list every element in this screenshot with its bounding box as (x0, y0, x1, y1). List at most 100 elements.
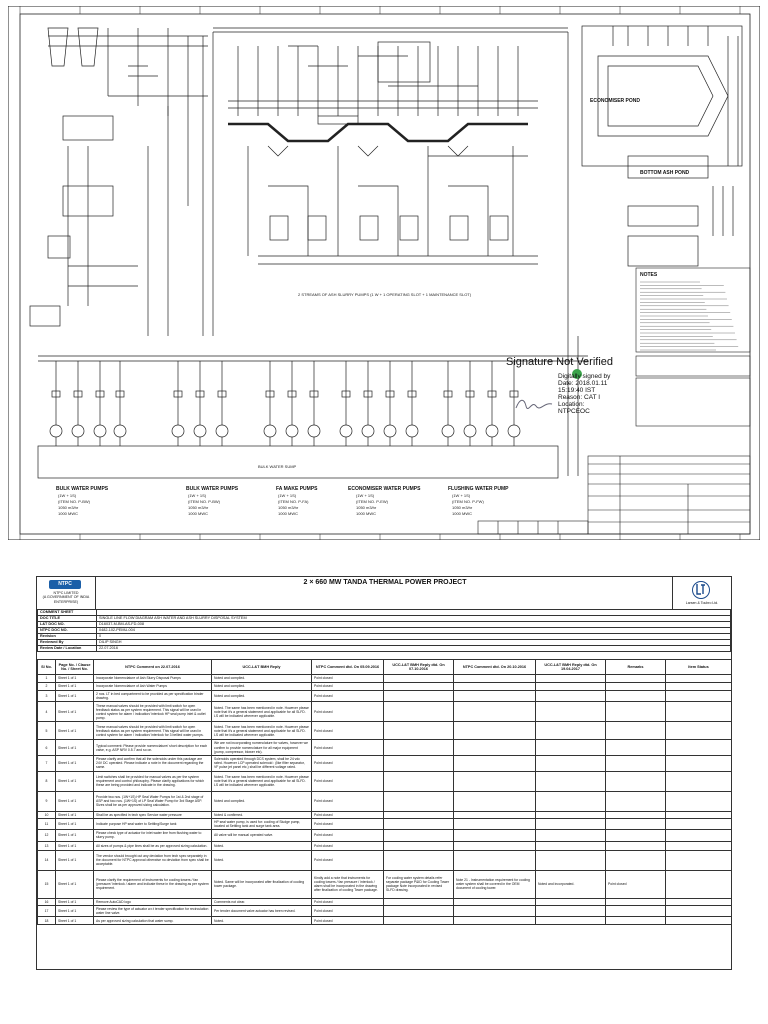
cell-c1: Please clarify and confirm that all the … (93, 755, 212, 772)
pump-group-spec: (1W + 1S) (188, 493, 207, 498)
cell-c1: Incorporate Nomenclature of Ash Slurry D… (93, 674, 212, 683)
cell-c1: As per approved sizing calculation that … (93, 916, 212, 926)
cell-sl: 5 (37, 721, 56, 741)
column-header: NTPC Comment on 22.07.2016 (93, 659, 212, 675)
cell-c3 (453, 755, 536, 772)
cell-c3 (453, 689, 536, 703)
pump-group-labels: BULK WATER PUMPS (1W + 1S) (ITEM NO. P-B… (56, 486, 509, 516)
pump-group-spec: 1000 MWC (58, 511, 78, 516)
pump-group-spec: 1050 m3/hr (188, 505, 209, 510)
cell-c1: Remove AutoCAD logo (93, 897, 212, 906)
cell-c3 (453, 904, 536, 918)
cell-st (665, 790, 732, 812)
cell-page: Sheet 1 of 1 (55, 810, 94, 819)
cell-st (665, 840, 732, 851)
cell-sl: 16 (37, 897, 56, 906)
cell-r1: Noted. (211, 849, 312, 871)
pump-group-spec: (ITEM NO. P-BW) (188, 499, 221, 504)
signature-line: Reason: CAT I (558, 394, 601, 401)
cell-page: Sheet 1 of 1 (55, 721, 94, 741)
cell-c2: Point closed (311, 682, 384, 691)
cell-c3 (453, 840, 536, 851)
cell-st (665, 682, 732, 691)
cell-rem (605, 701, 666, 723)
pump-group-spec: (1W + 1S) (278, 493, 297, 498)
cell-rem (605, 897, 666, 906)
title-block (477, 455, 751, 535)
cell-r1: Noted and complied. (211, 790, 312, 812)
cell-c2: Point closed (311, 904, 384, 918)
cell-c1: All sizes of pumps & pipe lines shall be… (93, 840, 212, 851)
cell-r1: Noted. The same has been mentioned in no… (211, 701, 312, 723)
cell-r3 (535, 829, 606, 842)
cell-sl: 4 (37, 701, 56, 723)
cell-st (665, 701, 732, 723)
cell-r1: HP seal water pump, is used for: cooling… (211, 817, 312, 831)
cell-page: Sheet 1 of 1 (55, 904, 94, 918)
pump-group-spec: (1W + 1S) (356, 493, 375, 498)
ntpc-caption-line: NTPC LIMITED (53, 591, 79, 595)
manifold-area (212, 27, 569, 336)
cell-r3 (535, 721, 606, 741)
cell-r1: Noted and complied. (211, 689, 312, 703)
pump-group-spec: 1050 m3/hr (356, 505, 377, 510)
cell-rem (605, 682, 666, 691)
cell-st (665, 829, 732, 842)
cell-st (665, 897, 732, 906)
cell-rem (605, 674, 666, 683)
cell-c3 (453, 721, 536, 741)
column-header: UCC-L&T BMH Reply dtd. On 07.10.2016 (383, 659, 454, 675)
cell-rem (605, 849, 666, 871)
slurry-pump-note: 2 STREAMS OF ASH SLURRY PUMPS (1 W + 1 O… (298, 292, 472, 297)
cell-c2: Point closed (311, 739, 384, 757)
cell-sl: 3 (37, 689, 56, 703)
cell-c1: Provide two nos. (1W+1S) HP Seal Water P… (93, 790, 212, 812)
pump-group-spec: (ITEM NO. P-BW) (58, 499, 91, 504)
cell-rem (605, 739, 666, 757)
cell-r1: Per tender document valve actuator has b… (211, 904, 312, 918)
signature-line: Location: (558, 401, 585, 408)
cell-st (665, 817, 732, 831)
notes-title: NOTES (640, 272, 658, 278)
cell-r1: Noted. The same has been mentioned in no… (211, 721, 312, 741)
cell-c2: Point closed (311, 916, 384, 926)
cell-rem (605, 916, 666, 926)
cell-sl: 14 (37, 849, 56, 871)
cell-r1: Noted. Same will be incorporated after f… (211, 869, 312, 899)
cell-c2: Point closed (311, 701, 384, 723)
digital-signature-stamp: Signature Not Verified Digitally signed … (506, 356, 626, 438)
comments-header-row: Sl No.Page No. / Clause No. / Sheet No.N… (37, 659, 732, 675)
cell-c3 (453, 849, 536, 871)
ntpc-caption-line: (A GOVERNMENT OF INDIA (42, 595, 90, 600)
cell-r3 (535, 916, 606, 926)
cell-c3 (453, 674, 536, 683)
cell-c1: Typical comment: Please provide nomencla… (93, 739, 212, 757)
cell-c1: Limit switches shall be provided for man… (93, 770, 212, 792)
cell-r2 (383, 739, 454, 757)
cell-rem: Point closed (605, 869, 666, 899)
comment-sheet: NTPC NTPC LIMITED (A GOVERNMENT OF INDIA… (36, 576, 732, 970)
cell-r3 (535, 770, 606, 792)
column-header: Item Status (665, 659, 732, 675)
cell-c3 (453, 790, 536, 812)
project-title: 2 × 660 MW TANDA THERMAL POWER PROJECT (303, 579, 467, 586)
cell-c2: Point closed (311, 770, 384, 792)
signature-line: 15:19:40 IST (558, 387, 596, 394)
cell-c2: Point closed (311, 810, 384, 819)
cell-sl: 18 (37, 916, 56, 926)
cell-page: Sheet 1 of 1 (55, 674, 94, 683)
pump-group-spec: (ITEM NO. P-EW) (356, 499, 389, 504)
cell-sl: 1 (37, 674, 56, 683)
cell-st (665, 849, 732, 871)
column-header: UCC-L&T BMH Reply dtd. On 19.04.2017 (535, 659, 606, 675)
cell-r2 (383, 755, 454, 772)
cell-st (665, 916, 732, 926)
cell-r2 (383, 674, 454, 683)
